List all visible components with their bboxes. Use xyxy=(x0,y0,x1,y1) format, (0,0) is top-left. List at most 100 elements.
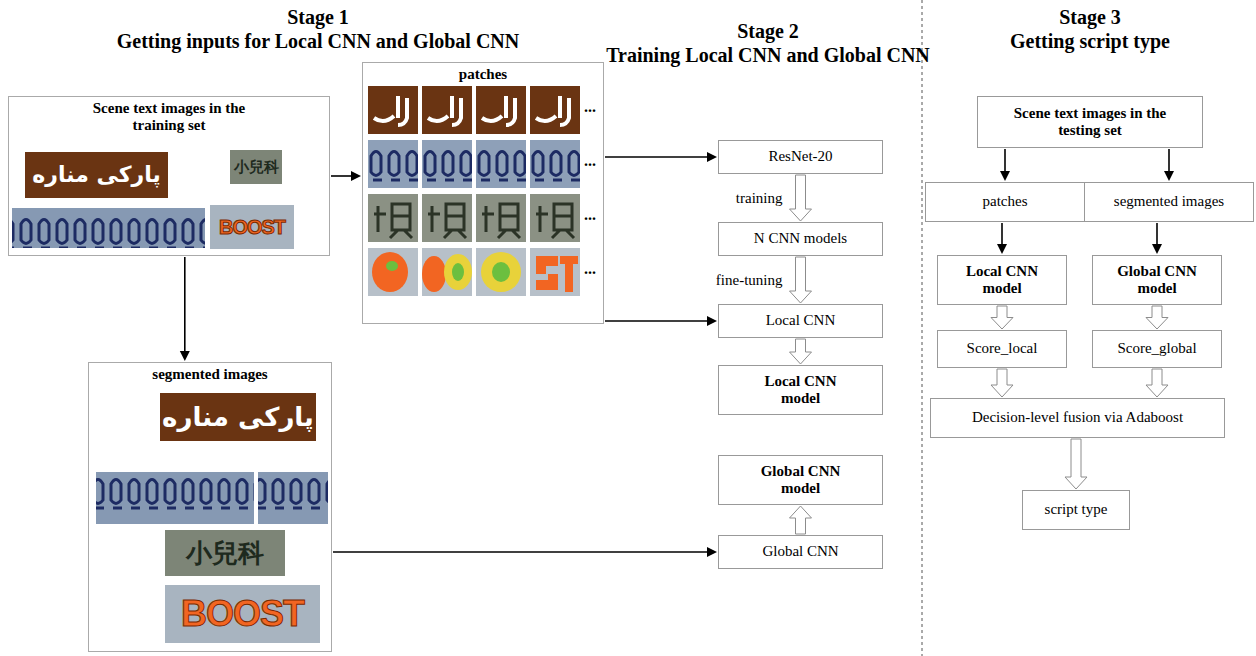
arrow-head xyxy=(707,316,717,326)
hollow-arrow xyxy=(790,339,812,364)
box-label: Scene text images in the testing set xyxy=(998,105,1183,140)
arrow-shaft xyxy=(1001,223,1003,245)
patch-tile xyxy=(422,140,472,188)
stage-heading: Stage 2 xyxy=(737,19,799,43)
stage-heading: Stage 1 xyxy=(287,5,349,29)
boost-scene-image: BOOST xyxy=(210,205,294,249)
boost-patch xyxy=(422,248,472,296)
solid-arrow xyxy=(331,171,361,181)
solid-arrow xyxy=(997,223,1007,254)
process-box: Scene text images in the testing set xyxy=(977,96,1203,148)
box-label: segmented images xyxy=(1114,193,1224,210)
group-box: patches xyxy=(362,62,604,324)
chinese-scene-image: 小兒科 xyxy=(230,150,282,184)
hollow-arrow xyxy=(1065,439,1087,489)
arrow-head xyxy=(707,152,717,162)
khmer-scene-image xyxy=(96,472,254,524)
ellipsis-mark: ... xyxy=(584,98,596,116)
khmer-scene-glyphs xyxy=(12,208,205,248)
box-label: script type xyxy=(1045,501,1108,518)
arrow-shaft xyxy=(184,257,186,352)
patch-tile xyxy=(368,86,418,134)
boost-letter-blob xyxy=(536,256,558,290)
box-label: Score_global xyxy=(1117,340,1196,357)
process-box: Global CNN xyxy=(718,535,883,569)
edge-label: fine-tuning xyxy=(714,272,785,289)
hollow-arrow xyxy=(790,175,812,221)
boost-scene-image: BOOST xyxy=(165,585,320,643)
boost-letter-blob xyxy=(481,252,521,292)
patch-tile xyxy=(422,194,472,242)
box-label: Local CNN model xyxy=(952,263,1052,298)
box-heading: Scene text images in the training set xyxy=(84,100,254,135)
boost-letter-blob xyxy=(422,256,446,292)
scene-text: پارکی مناره xyxy=(32,163,160,187)
hollow-arrow xyxy=(991,306,1013,329)
process-box: Local CNN model xyxy=(718,365,883,415)
arrow-head xyxy=(1000,171,1010,181)
process-box: Global CNN model xyxy=(1092,255,1222,305)
box-label: Global CNN model xyxy=(746,463,856,498)
hollow-arrow xyxy=(790,257,812,303)
arrow-head xyxy=(997,244,1007,254)
boost-patch xyxy=(530,248,580,296)
process-box: ResNet-20 xyxy=(718,140,883,174)
boost-letter-blob xyxy=(386,261,398,271)
arrow-shaft xyxy=(605,156,708,158)
process-box: Global CNN model xyxy=(718,455,883,505)
solid-arrow xyxy=(605,316,717,326)
box-label: Global CNN xyxy=(762,543,838,560)
solid-arrow xyxy=(605,152,717,162)
arabic-scene-image: پارکی مناره xyxy=(25,152,168,198)
box-label: N CNN models xyxy=(754,230,847,247)
arrow-shaft xyxy=(1168,149,1170,172)
hollow-arrow xyxy=(991,369,1013,397)
solid-arrow xyxy=(333,547,717,557)
khmer-scene-image xyxy=(12,208,205,248)
patch-tile xyxy=(368,194,418,242)
box-label: Local CNN model xyxy=(751,373,851,408)
stage-heading: Training Local CNN and Global CNN xyxy=(606,43,930,67)
arrow-shaft xyxy=(1004,149,1006,172)
arrow-shaft xyxy=(605,320,708,322)
khmer-scene-glyphs xyxy=(258,472,328,524)
process-box: patches xyxy=(925,182,1085,222)
arrow-head xyxy=(707,547,717,557)
boost-patch xyxy=(476,248,526,296)
patch-tile xyxy=(530,86,580,134)
patch-tile xyxy=(476,86,526,134)
ellipsis-mark: ... xyxy=(584,152,596,170)
box-heading: patches xyxy=(459,66,507,83)
stage-heading: Getting inputs for Local CNN and Global … xyxy=(117,29,519,53)
arrow-head xyxy=(1164,171,1174,181)
scene-text: BOOST xyxy=(181,594,304,634)
stage-heading: Getting script type xyxy=(1010,29,1170,53)
box-label: Local CNN xyxy=(766,312,836,329)
patch-tile xyxy=(476,140,526,188)
patch-tile xyxy=(476,194,526,242)
process-box: Local CNN xyxy=(718,304,883,338)
boost-letter-blob xyxy=(560,256,578,292)
arrow-head xyxy=(1152,244,1162,254)
ellipsis-mark: ... xyxy=(584,260,596,278)
boost-letter-blob xyxy=(372,252,408,292)
process-box: Local CNN model xyxy=(937,255,1067,305)
box-label: Decision-level fusion via Adaboost xyxy=(972,409,1183,426)
stage-divider xyxy=(922,0,923,656)
edge-label: training xyxy=(734,190,785,207)
solid-arrow xyxy=(1000,149,1010,181)
process-box: Decision-level fusion via Adaboost xyxy=(930,398,1225,438)
patch-tile xyxy=(422,86,472,134)
box-label: patches xyxy=(983,193,1028,210)
hollow-arrow xyxy=(1146,369,1168,397)
process-box: N CNN models xyxy=(718,222,883,256)
process-box: Score_global xyxy=(1092,330,1222,368)
boost-letter-blob xyxy=(444,254,472,290)
arrow-head xyxy=(351,171,361,181)
arrow-shaft xyxy=(1156,223,1158,245)
patch-tile xyxy=(368,140,418,188)
solid-arrow xyxy=(180,257,190,361)
arrow-shaft xyxy=(333,551,708,553)
process-box: segmented images xyxy=(1084,182,1254,222)
boost-letter-blob xyxy=(492,262,510,282)
